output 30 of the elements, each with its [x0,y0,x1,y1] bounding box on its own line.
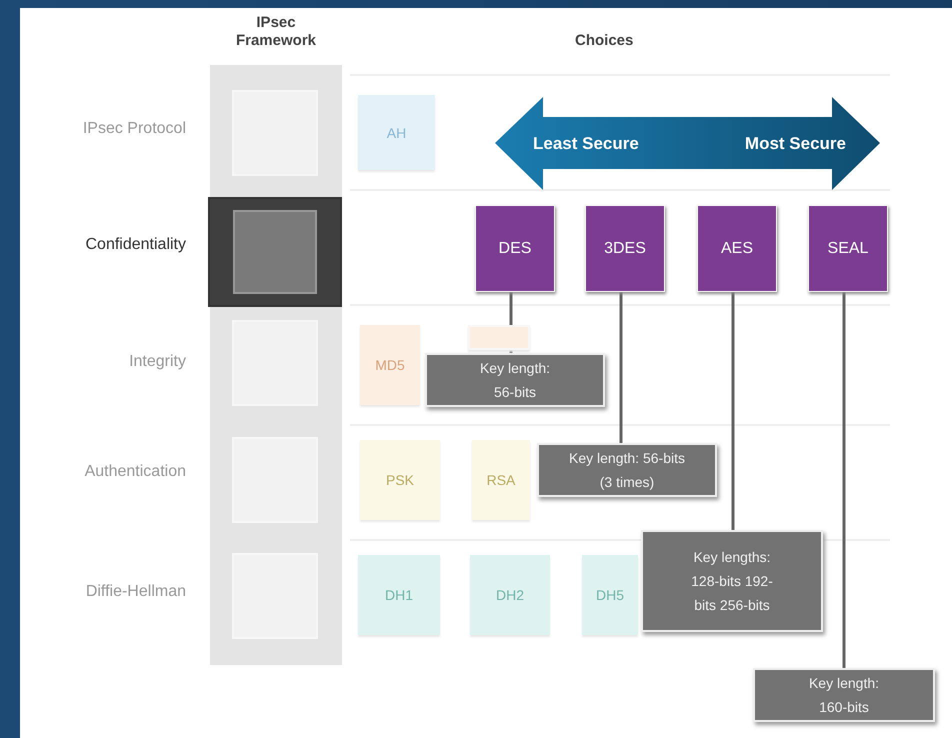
leader-line [732,292,734,530]
key-length-callout: Key length: 160-bits [753,668,935,722]
leader-line [620,292,622,443]
row-label: Confidentiality [86,236,186,254]
choice-box: DH2 [470,555,550,635]
choice-box: DH1 [358,555,440,635]
algorithm-box: 3DES [585,205,665,292]
algorithm-box: DES [475,205,555,292]
choice-box [468,325,530,350]
leader-line [842,292,846,668]
column-heading: Choices [575,32,634,49]
choice-box: MD5 [360,325,420,405]
arrow-label: Most Secure [744,134,846,154]
row-label: Authentication [84,463,186,481]
choice-box: AH [358,95,435,170]
column-heading: IPsec Framework [234,14,318,50]
double-arrow [495,97,880,190]
row-label: Integrity [129,353,186,371]
arrow-label: Least Secure [533,134,639,154]
key-length-callout: Key length: 56-bits [425,353,605,407]
row-label: IPsec Protocol [82,120,186,138]
key-length-callout: Key lengths: 128-bits 192-bits 256-bits [641,530,823,632]
row-label: Diffie-Hellman [86,583,186,601]
selected-framework-slot [208,197,342,307]
choice-box: PSK [360,440,440,520]
algorithm-box: SEAL [808,205,888,292]
choice-box: DH5 [582,555,638,635]
choice-box: RSA [472,440,530,520]
algorithm-box: AES [697,205,777,292]
key-length-callout: Key length: 56-bits (3 times) [537,443,717,497]
